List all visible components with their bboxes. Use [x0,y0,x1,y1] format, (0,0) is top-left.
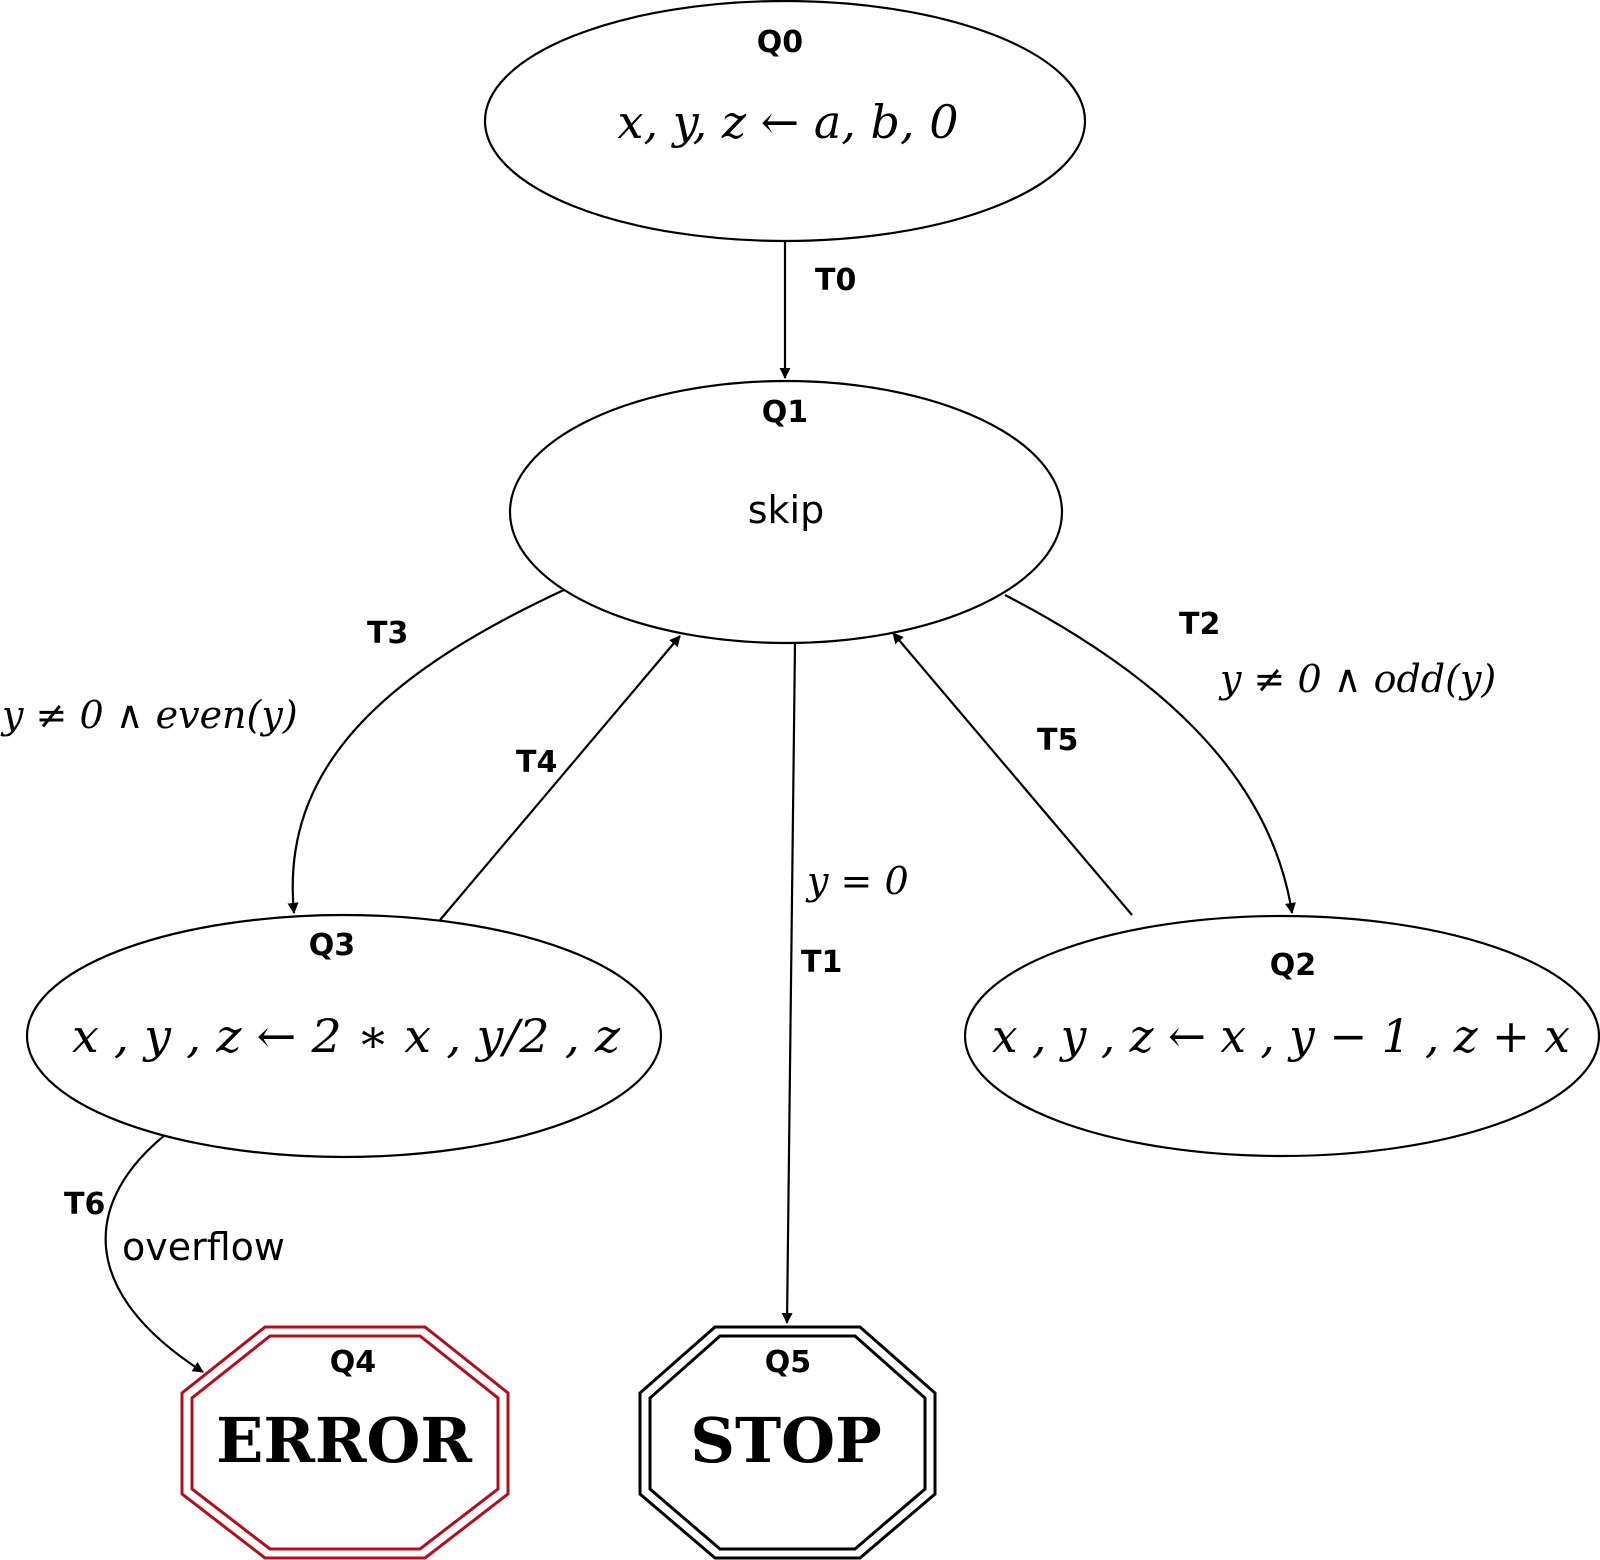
edge-t6 [104,1134,204,1373]
state-q0: Q0 x, y, z ← a, b, 0 [483,0,1087,243]
edge-t2 [1004,594,1296,914]
state-q5: Q5 STOP [638,1325,937,1560]
state-q2-action: x , y , z ← x , y − 1 , z + x [992,1009,1570,1063]
state-q1-action: skip [748,488,824,532]
edge-t4-id: T4 [516,745,557,780]
state-q3-id: Q3 [309,928,355,963]
edge-t1 [781,642,797,1324]
edge-t3-id: T3 [367,616,408,651]
edge-t1-guard: y = 0 [805,859,909,903]
state-q3: Q3 x , y , z ← 2 ∗ x , y/2 , z [25,913,663,1159]
state-q5-action: STOP [690,1404,882,1477]
edge-t5 [892,632,1133,916]
state-q4: Q4 ERROR [180,1325,510,1560]
edge-t5-id: T5 [1037,723,1078,758]
state-q4-action: ERROR [216,1404,472,1477]
state-q1-id: Q1 [762,395,808,430]
state-q0-id: Q0 [757,25,803,60]
state-q3-action: x , y , z ← 2 ∗ x , y/2 , z [72,1009,621,1063]
state-q4-id: Q4 [330,1345,376,1380]
edge-t4 [439,635,681,921]
edge-t2-guard: y ≠ 0 ∧ odd(y) [1218,657,1496,701]
edge-t3 [287,588,567,914]
edge-t3-guard: y ≠ 0 ∧ even(y) [0,693,298,737]
edge-t6-guard: overflow [122,1225,285,1269]
edge-t0-id: T0 [815,263,856,298]
state-q4-inner-border [190,1334,500,1551]
edge-t1-id: T1 [801,945,842,980]
edge-t2-id: T2 [1179,607,1220,642]
state-q5-id: Q5 [765,1345,811,1380]
state-q1: Q1 skip [508,379,1064,645]
state-q2: Q2 x , y , z ← x , y − 1 , z + x [963,914,1600,1158]
state-q4-outer-border [180,1325,510,1560]
state-q0-action: x, y, z ← a, b, 0 [618,95,959,149]
state-q5-outer-border [638,1325,937,1560]
edge-t6-id: T6 [64,1187,105,1222]
state-q5-inner-border [648,1334,927,1551]
state-q2-id: Q2 [1270,948,1316,983]
